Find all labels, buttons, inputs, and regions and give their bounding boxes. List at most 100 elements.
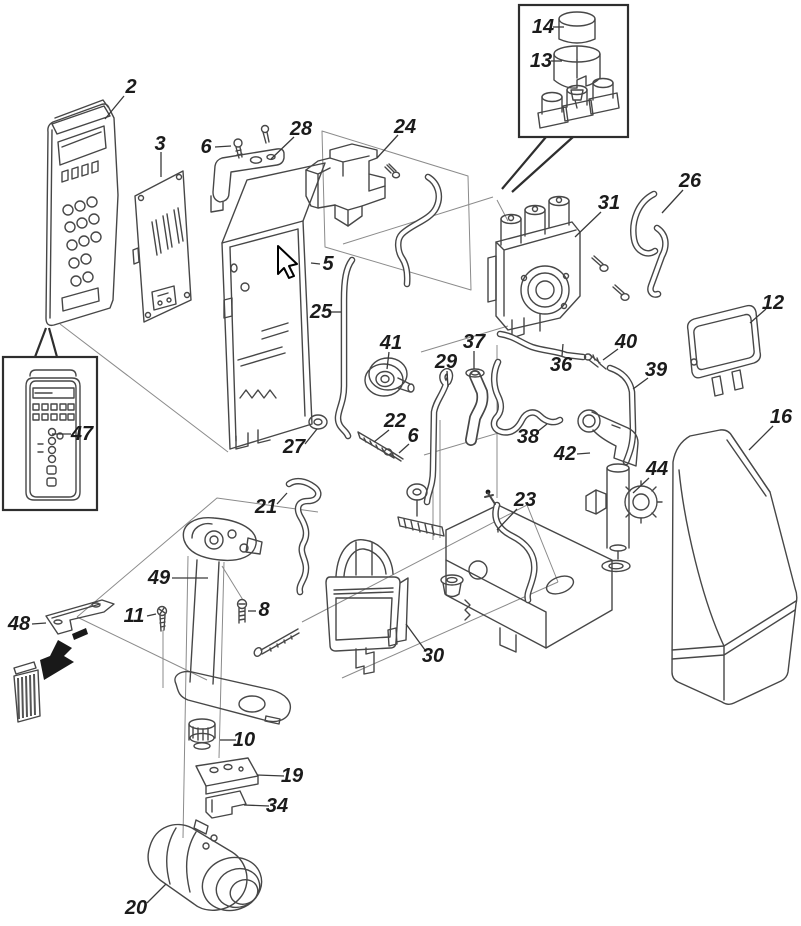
part-label-19: 19 bbox=[281, 765, 304, 787]
leader-line-6 bbox=[398, 443, 410, 454]
part-label-49: 49 bbox=[147, 567, 171, 589]
leader-line-24 bbox=[376, 134, 399, 159]
leader-line-26 bbox=[661, 189, 684, 214]
leader-line-27 bbox=[304, 428, 318, 445]
leader-line-5 bbox=[310, 262, 321, 265]
part-40-connector bbox=[583, 353, 607, 370]
part-14-cap bbox=[558, 11, 596, 61]
part-6-screw-bottom bbox=[383, 448, 404, 462]
part-label-41: 41 bbox=[379, 332, 402, 354]
leader-line-12 bbox=[749, 308, 767, 324]
part-37-hose bbox=[465, 368, 489, 446]
part-12-power-adapter bbox=[686, 304, 762, 397]
part-28-bracket bbox=[210, 148, 285, 213]
control-panel-detail-inset bbox=[1, 327, 99, 512]
part-label-13: 13 bbox=[530, 50, 552, 72]
part-16-side-panel bbox=[671, 429, 798, 705]
part-label-14: 14 bbox=[532, 16, 554, 38]
leader-line-29 bbox=[446, 370, 449, 388]
part-label-27: 27 bbox=[282, 436, 306, 458]
part-36-hose bbox=[496, 330, 587, 361]
part-label-6: 6 bbox=[407, 425, 419, 447]
part-label-34: 34 bbox=[266, 795, 288, 817]
part-49-stand bbox=[174, 517, 292, 725]
solenoid-detail-inset bbox=[501, 3, 630, 193]
leader-line-34 bbox=[243, 804, 270, 807]
part-label-42: 42 bbox=[553, 443, 576, 465]
part-label-25: 25 bbox=[309, 301, 333, 323]
part-label-48: 48 bbox=[7, 613, 31, 635]
leader-line-38 bbox=[536, 423, 548, 433]
leader-line-21 bbox=[276, 492, 288, 505]
part-34-bracket bbox=[205, 790, 247, 819]
part-label-26: 26 bbox=[678, 170, 702, 192]
part-48-plate bbox=[45, 599, 115, 635]
leader-line-48 bbox=[31, 622, 47, 625]
part-23-bracket bbox=[445, 501, 613, 653]
part-30-tank bbox=[325, 539, 409, 675]
part-label-10: 10 bbox=[233, 729, 255, 751]
rail-and-guide bbox=[397, 483, 464, 598]
part-label-24: 24 bbox=[393, 116, 416, 138]
part-label-28: 28 bbox=[289, 118, 313, 140]
part-label-36: 36 bbox=[550, 354, 573, 376]
leader-line-2 bbox=[104, 95, 125, 120]
part-5-chassis-panel bbox=[221, 162, 326, 450]
part-label-44: 44 bbox=[645, 458, 668, 480]
part-10-coupling bbox=[188, 718, 216, 750]
leader-line-16 bbox=[748, 425, 774, 451]
leader-line-30 bbox=[405, 623, 426, 651]
leader-line-19 bbox=[256, 774, 285, 777]
part-22-pin bbox=[357, 431, 395, 459]
part-19-plate bbox=[195, 757, 259, 795]
part-20-pump bbox=[147, 819, 263, 912]
leader-line-41 bbox=[386, 351, 390, 370]
part-label-31: 31 bbox=[598, 192, 620, 214]
part-label-47: 47 bbox=[70, 423, 94, 445]
part-44-valve bbox=[585, 463, 663, 573]
part-label-2: 2 bbox=[124, 76, 136, 98]
part-label-39: 39 bbox=[645, 359, 668, 381]
part-3-circuit-board bbox=[132, 170, 192, 323]
part-39-hose bbox=[606, 364, 637, 466]
part-31-valve-block bbox=[487, 195, 630, 339]
part-24-bracket bbox=[305, 143, 401, 227]
leader-line-28 bbox=[270, 136, 295, 160]
part-label-20: 20 bbox=[124, 897, 147, 919]
leader-line-44 bbox=[632, 477, 650, 494]
leader-line-31 bbox=[574, 211, 602, 238]
leader-line-6 bbox=[214, 145, 232, 148]
leader-line-36 bbox=[561, 343, 564, 357]
part-27-roller bbox=[308, 414, 328, 430]
part-label-8: 8 bbox=[258, 599, 270, 621]
part-26-wire bbox=[630, 190, 669, 298]
part-label-23: 23 bbox=[513, 489, 536, 511]
part-label-21: 21 bbox=[254, 496, 277, 518]
leader-line-22 bbox=[373, 429, 390, 443]
part-label-37: 37 bbox=[463, 331, 486, 353]
part-38-hose bbox=[490, 358, 564, 436]
part-21-wire bbox=[285, 477, 322, 596]
part-8-screw bbox=[236, 598, 248, 624]
leader-line-23 bbox=[496, 508, 518, 531]
part-label-29: 29 bbox=[434, 351, 458, 373]
part-47-control-panel bbox=[25, 369, 81, 501]
leader-line-20 bbox=[146, 883, 167, 904]
part-label-40: 40 bbox=[614, 331, 637, 353]
part-11-screw bbox=[156, 605, 168, 632]
leader-line-39 bbox=[632, 377, 649, 390]
small-screw-near-23 bbox=[484, 489, 496, 505]
leader-line-11 bbox=[146, 613, 157, 617]
leader-line-42 bbox=[576, 452, 591, 455]
long-bolt bbox=[253, 628, 300, 657]
part-42-elbow bbox=[577, 409, 639, 467]
part-label-16: 16 bbox=[770, 406, 793, 428]
leader-line-40 bbox=[602, 348, 619, 361]
solenoid-coils bbox=[537, 77, 620, 129]
part-2-front-panel bbox=[45, 99, 119, 327]
construction-lines bbox=[59, 130, 559, 839]
cursor-icon bbox=[277, 245, 298, 279]
part-25-hose bbox=[334, 173, 443, 440]
